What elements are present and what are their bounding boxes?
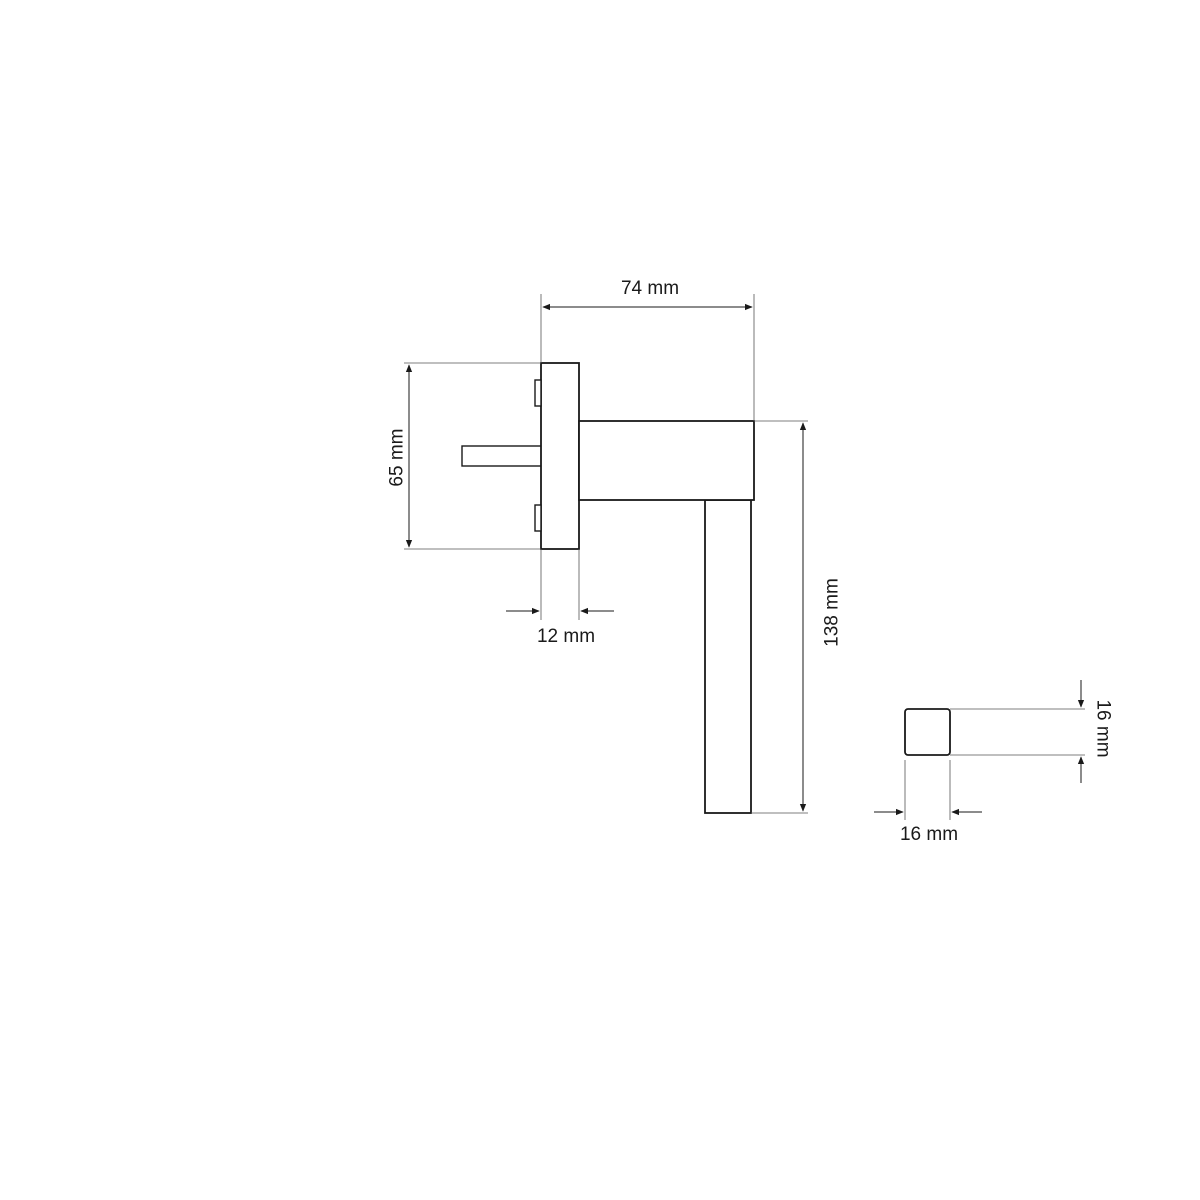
spindle (461, 445, 543, 467)
lever-grip (704, 499, 752, 814)
dimension-rose-depth: 12 mm (506, 549, 614, 647)
dimension-lever-height: 138 mm (751, 420, 843, 814)
cross-section-square (904, 708, 951, 756)
dimension-label-lever-height: 138 mm (822, 578, 843, 647)
dimension-section-height: 16 mm (950, 680, 1114, 783)
lever-arm (578, 420, 755, 501)
dimension-label-rose-depth: 12 mm (537, 626, 595, 647)
handle-side-view (461, 362, 755, 814)
rose-plate (540, 362, 580, 550)
dimension-label-section-width: 16 mm (900, 824, 958, 845)
dimension-label-rose-height: 65 mm (387, 428, 408, 486)
rose-clip-bottom (534, 504, 542, 532)
dimension-section-width: 16 mm (874, 760, 982, 845)
rose-clip-top (534, 379, 542, 407)
cross-section-view (904, 708, 951, 756)
dimension-label-section-height: 16 mm (1093, 699, 1114, 757)
dimension-label-length: 74 mm (621, 278, 679, 299)
dimension-rose-height: 65 mm (387, 362, 541, 550)
dimension-length: 74 mm (540, 278, 755, 421)
